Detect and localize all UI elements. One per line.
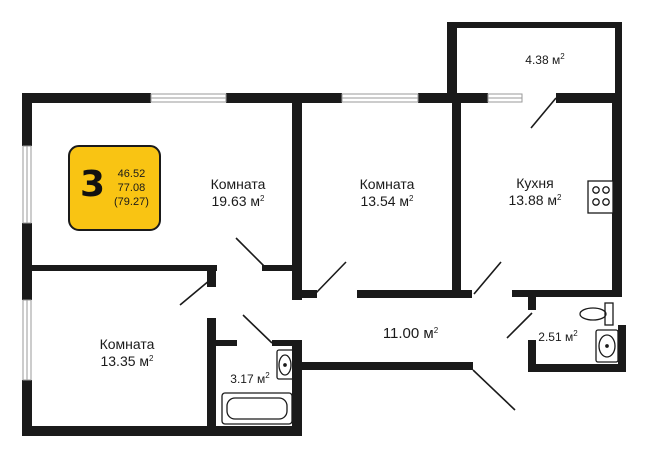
room-name: Комната [210, 176, 266, 192]
wall [447, 22, 621, 28]
wall [207, 340, 237, 346]
room-name: Комната [359, 176, 415, 192]
bathroom-label: 3.17 м2 [224, 371, 276, 386]
door [242, 314, 273, 344]
hallway-area: 11.00 м2 [382, 325, 439, 342]
room-label-kitchen: Кухня 13.88 м2 [490, 175, 580, 209]
wall [528, 340, 536, 372]
room-name: Кухня [516, 175, 554, 191]
wall [22, 223, 32, 300]
wall [22, 93, 151, 103]
wall [512, 290, 622, 297]
total-area: 77.08 [117, 182, 146, 195]
door [179, 279, 211, 306]
total-area-with-balcony: (79.27) [114, 196, 149, 209]
room-label-13-54: Комната 13.54 м2 [342, 176, 432, 210]
room-area: 13.35 м2 [100, 352, 154, 369]
sink-icon [595, 329, 619, 363]
bathroom-area: 3.17 м2 [230, 371, 270, 386]
wall [292, 340, 302, 436]
doors [179, 97, 557, 411]
wall [207, 318, 216, 436]
toilet-label: 2.51 м2 [532, 329, 584, 344]
balcony-label: 4.38 м2 [515, 52, 575, 67]
door [472, 369, 516, 411]
wall [447, 22, 457, 103]
room-name: Комната [99, 336, 155, 352]
stove-icon [587, 180, 614, 214]
door [314, 261, 347, 295]
living-area: 46.52 [117, 168, 146, 180]
sink-icon [276, 349, 295, 380]
room-area: 13.88 м2 [508, 191, 562, 208]
wall [615, 22, 622, 103]
wall [207, 265, 216, 287]
wall [272, 340, 302, 346]
bathtub-icon [221, 392, 293, 425]
wall [22, 265, 217, 271]
toilet-icon [579, 302, 614, 326]
area-summary: 46.52 77.08 (79.27) [114, 167, 149, 209]
wall [22, 93, 32, 146]
door [530, 97, 557, 129]
wall [22, 426, 302, 436]
wall [452, 93, 461, 293]
door [473, 261, 502, 295]
door [235, 237, 267, 269]
wall [293, 362, 473, 370]
windows [22, 93, 523, 381]
wall [22, 380, 32, 436]
wall [292, 93, 302, 300]
wall [528, 290, 536, 310]
rooms-count: 3 [80, 164, 106, 205]
wall [226, 93, 342, 103]
wall [612, 93, 622, 295]
wall [618, 325, 626, 372]
wall [357, 290, 472, 298]
room-label-13-35: Комната 13.35 м2 [82, 336, 172, 370]
wall [292, 290, 317, 298]
balcony-area: 4.38 м2 [525, 52, 565, 67]
wall [528, 364, 626, 372]
room-label-19-63: Комната 19.63 м2 [193, 176, 283, 210]
apartment-badge: 3 46.52 77.08 (79.27) [68, 145, 161, 231]
wall [556, 93, 622, 103]
door [506, 312, 533, 339]
hallway-label: 11.00 м2 [368, 325, 453, 343]
room-area: 19.63 м2 [211, 192, 265, 209]
wall [262, 265, 302, 271]
toilet-area: 2.51 м2 [538, 329, 578, 344]
room-area: 13.54 м2 [360, 192, 414, 209]
interior-walls [22, 93, 622, 436]
